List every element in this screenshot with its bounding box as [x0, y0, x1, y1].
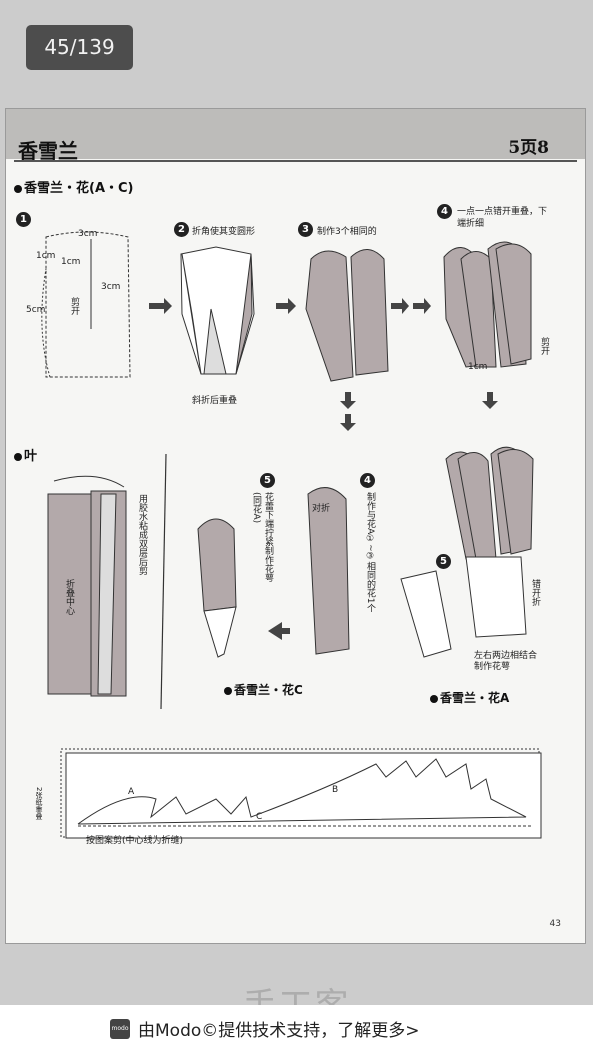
dim-1cm-c: 1cm — [468, 362, 488, 372]
step-3-text: 制作3个相同的 — [317, 227, 377, 237]
footer-support-link[interactable]: modo 由Modo©提供技术支持，了解更多> — [110, 1016, 420, 1041]
step-5c-sub: (同花A) — [251, 492, 261, 524]
step-2-badge: 2 — [174, 222, 189, 237]
label-a: A — [128, 787, 135, 797]
label-c: C — [256, 812, 263, 822]
modo-logo-icon: modo — [110, 1018, 130, 1039]
combine-label: 左右两边相结合制作花萼 — [474, 651, 538, 672]
section-flower: 香雪兰・花(A・C) — [14, 177, 134, 196]
cut-open-right-label: 剪开 — [539, 337, 549, 355]
fold-half-label: 对折 — [312, 504, 331, 514]
page-title: 香雪兰 — [18, 139, 78, 163]
page-counter: 45/139 — [26, 25, 133, 70]
dim-1cm-a: 1cm — [36, 251, 56, 261]
book-page: 香雪兰 5页8 — [5, 108, 586, 944]
step-5c-badge: 5 — [260, 473, 275, 488]
page-number: 43 — [549, 919, 561, 929]
header-band — [6, 109, 585, 159]
footer-bar — [0, 1005, 593, 1054]
header-rule — [14, 160, 577, 162]
step-4-badge: 4 — [437, 204, 452, 219]
cut-open-label: 剪开 — [69, 297, 79, 315]
section-leaf: 叶 — [14, 445, 37, 464]
chapter-label: 5页8 — [508, 138, 549, 158]
pattern-note: 按图案剪(中心线为折缝) — [86, 836, 184, 846]
dim-3cm-mid: 3cm — [101, 282, 121, 292]
stagger-fold-label: 错开折 — [530, 579, 540, 606]
step-5a-badge: 5 — [436, 554, 451, 569]
dim-3cm-top: 3cm — [78, 229, 98, 239]
step-5c-text: 花蕾下端拧紧制作花萼 — [263, 492, 273, 582]
label-b: B — [332, 785, 339, 795]
step-4c-text: 制作与花A①~③相同的花1个 — [365, 492, 375, 613]
step-1-badge: 1 — [16, 212, 31, 227]
footer-link-text: 由Modo©提供技术支持，了解更多> — [138, 1021, 420, 1041]
step-3-badge: 3 — [298, 222, 313, 237]
leaf-glue-label: 用胶水粘成双层后剪 — [137, 494, 147, 575]
diagonal-overlap-label: 斜折后重叠 — [192, 396, 238, 406]
step-4c-badge: 4 — [360, 473, 375, 488]
dim-5cm: 5cm — [26, 305, 46, 315]
step-4-text: 一点一点错开重叠，下端折细 — [457, 207, 548, 229]
flower-a-label: 香雪兰・花A — [430, 689, 509, 706]
fold-center-label: 折叠中心 — [64, 579, 74, 615]
dim-1cm-b: 1cm — [61, 257, 81, 267]
step-2-text: 折角使其变圆形 — [192, 227, 256, 237]
illustration — [41, 231, 542, 839]
flower-c-label: 香雪兰・花C — [224, 681, 303, 698]
strip-note: 2张纸重叠 — [35, 787, 43, 820]
